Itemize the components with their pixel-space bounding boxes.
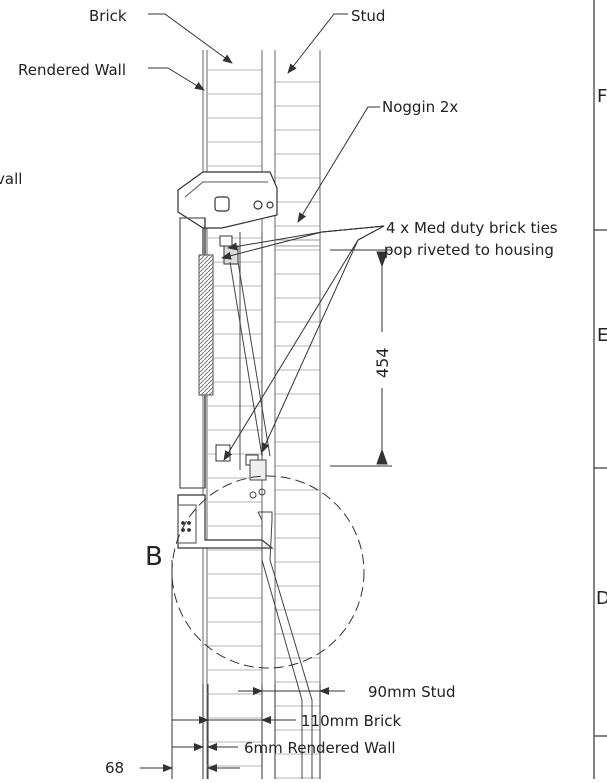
dim-454: 454 [373,347,392,378]
grid-ref-d: D [596,588,607,609]
label-stud: Stud [351,7,385,25]
dim-brick: 110mm Brick [301,712,401,730]
stud-layer [274,50,321,779]
label-brick: Brick [89,7,127,25]
grid-ref-e: E [597,325,607,346]
dim-offset: 68 [105,759,124,777]
detail-b-marker: B [145,542,163,572]
label-brick-ties-2: pop riveted to housing [384,241,554,259]
noggin [275,239,320,247]
label-rendered-wall: Rendered Wall [18,61,126,79]
label-brick-ties-1: 4 x Med duty brick ties [386,219,558,237]
sheet-border [593,0,607,779]
bottom-dimensions [140,560,345,779]
height-dimension [330,249,392,467]
element-cable [229,261,313,779]
label-noggin: Noggin 2x [382,98,458,116]
brick-tie-upper [219,235,239,265]
dim-rendered-wall: 6mm Rendered Wall [244,739,396,757]
dim-stud: 90mm Stud [368,683,456,701]
leaders [148,13,385,461]
label-wall-fragment: vall [0,170,22,188]
grid-ref-f: F [597,86,607,107]
